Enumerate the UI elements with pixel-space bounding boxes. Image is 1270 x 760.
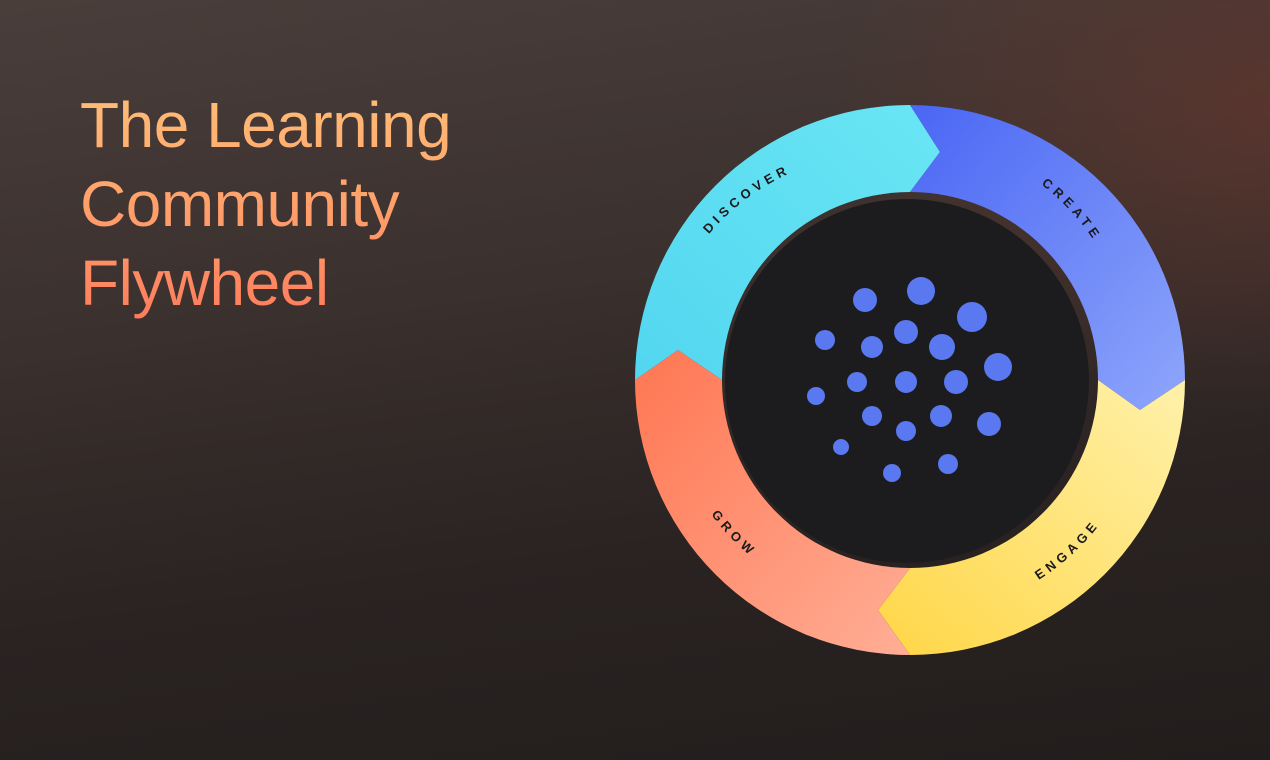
page-title: The Learning Community Flywheel xyxy=(80,86,451,323)
title-line-3: Flywheel xyxy=(80,247,329,319)
logo-dot xyxy=(977,412,1001,436)
logo-dot xyxy=(862,406,882,426)
segment-grow xyxy=(635,350,910,655)
title-line-2: Community xyxy=(80,168,400,240)
title-line-1: The Learning xyxy=(80,89,452,161)
flywheel-diagram: DISCOVER CREATE ENGAGE GROW xyxy=(635,105,1185,655)
hub-logo-icon xyxy=(807,277,1012,482)
logo-dot xyxy=(930,405,952,427)
logo-dot xyxy=(938,454,958,474)
logo-dot xyxy=(984,353,1012,381)
logo-dot xyxy=(833,439,849,455)
flywheel-ring xyxy=(635,105,1185,655)
logo-dot xyxy=(883,464,901,482)
segment-engage xyxy=(878,380,1185,655)
logo-dot xyxy=(861,336,883,358)
logo-dot xyxy=(944,370,968,394)
logo-dot xyxy=(894,320,918,344)
logo-dot xyxy=(957,302,987,332)
logo-dot xyxy=(807,387,825,405)
logo-dot xyxy=(907,277,935,305)
logo-dot xyxy=(815,330,835,350)
segment-create xyxy=(910,105,1185,410)
segment-discover xyxy=(635,105,940,380)
logo-dot xyxy=(895,371,917,393)
logo-dot xyxy=(896,421,916,441)
logo-dot xyxy=(853,288,877,312)
logo-dot xyxy=(929,334,955,360)
logo-dot xyxy=(847,372,867,392)
